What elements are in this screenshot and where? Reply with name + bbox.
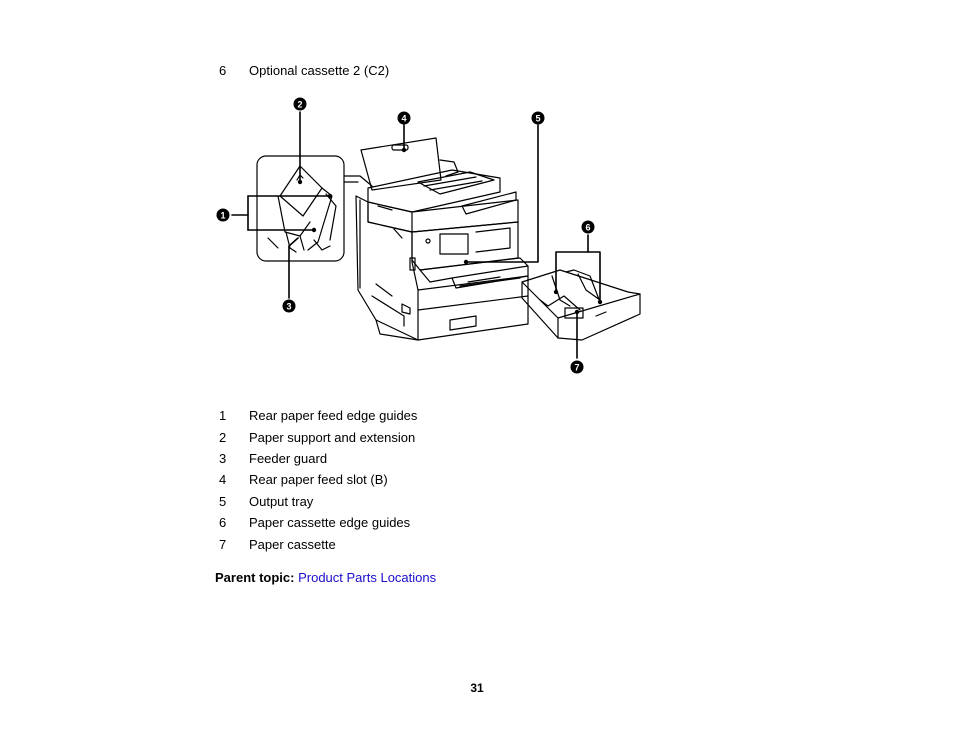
svg-text:2: 2 (297, 100, 302, 110)
callout-5: 5 (531, 111, 545, 125)
svg-text:4: 4 (401, 114, 406, 124)
item-number: 6 (219, 515, 227, 530)
svg-text:1: 1 (220, 211, 225, 221)
callout-leaders (231, 111, 601, 359)
svg-text:6: 6 (585, 223, 590, 233)
item-label: Optional cassette 2 (C2) (249, 63, 390, 78)
callout-7: 7 (570, 360, 584, 374)
rear-feed-inset (256, 155, 345, 262)
item-label: Feeder guard (249, 451, 328, 466)
paper-cassette-drawing (521, 269, 641, 341)
callout-6: 6 (581, 220, 595, 234)
svg-text:5: 5 (535, 114, 540, 124)
callout-1: 1 (216, 208, 230, 222)
item-label: Output tray (249, 494, 314, 509)
printer-body (355, 137, 529, 341)
item-number: 7 (219, 537, 227, 552)
svg-text:7: 7 (574, 363, 579, 373)
parent-topic: Parent topic: Product Parts Locations (215, 570, 436, 586)
item-number: 6 (219, 63, 227, 78)
item-label: Paper support and extension (249, 430, 416, 445)
item-label: Paper cassette edge guides (249, 515, 411, 530)
item-label: Paper cassette (249, 537, 336, 552)
callout-4: 4 (397, 111, 411, 125)
parent-topic-link[interactable]: Product Parts Locations (298, 570, 437, 585)
svg-text:3: 3 (286, 302, 291, 312)
item-number: 4 (219, 472, 227, 487)
printer-parts-illustration: 1 2 3 4 5 6 7 (216, 97, 641, 374)
parent-topic-label: Parent topic: (215, 570, 295, 585)
item-label: Rear paper feed edge guides (249, 408, 418, 423)
item-number: 5 (219, 494, 227, 509)
callout-3: 3 (282, 299, 296, 313)
page-number: 31 (470, 681, 484, 695)
callout-2: 2 (293, 97, 307, 111)
item-number: 3 (219, 451, 227, 466)
item-number: 1 (219, 408, 227, 423)
item-label: Rear paper feed slot (B) (249, 472, 388, 487)
item-number: 2 (219, 430, 227, 445)
